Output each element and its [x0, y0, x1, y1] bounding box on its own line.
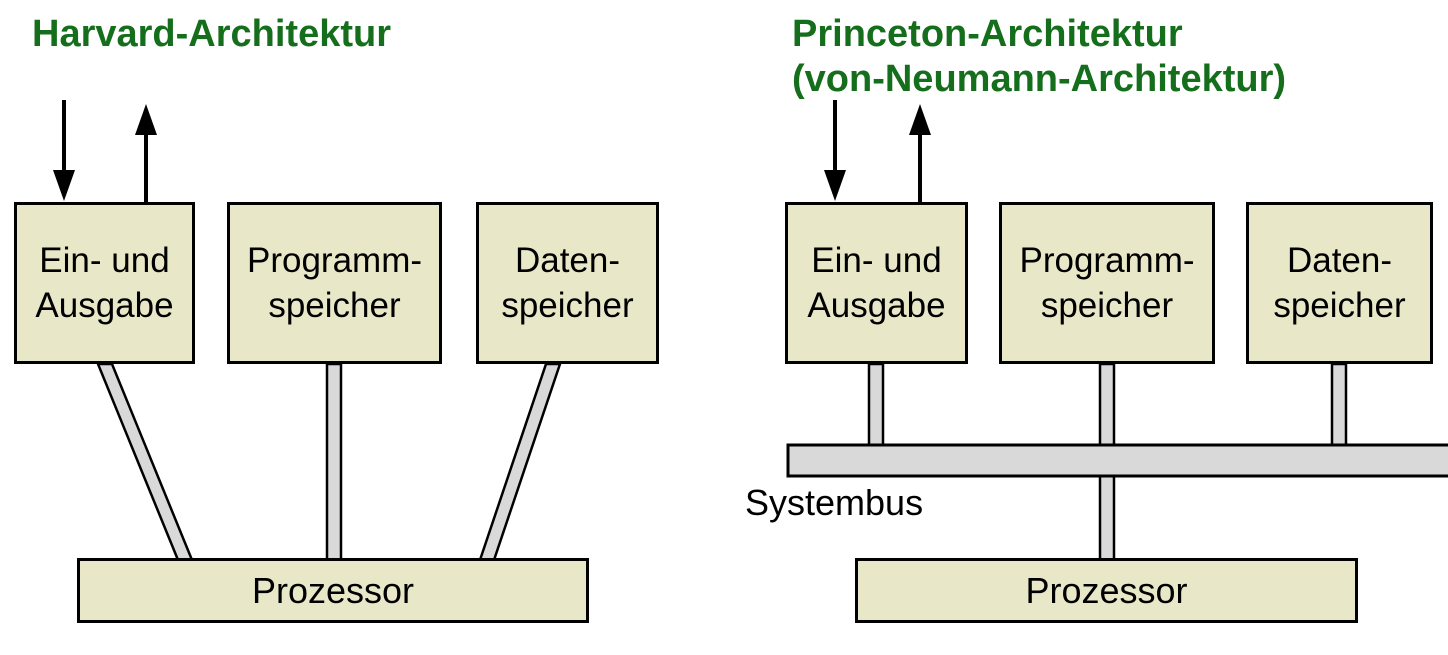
bus-program-left	[325, 362, 343, 562]
box-program-right: Programm- speicher	[999, 202, 1215, 364]
arrow-down-left-icon	[53, 170, 75, 201]
systembus-label: Systembus	[745, 482, 924, 523]
princeton-title: Princeton-Architektur (von-Neumann-Archi…	[792, 12, 1286, 102]
bus-data-left	[478, 362, 562, 562]
bus-data-right	[1330, 362, 1348, 449]
arrow-down-right-icon	[824, 170, 846, 201]
box-program-left: Programm- speicher	[227, 202, 442, 364]
bus-io-left	[96, 362, 194, 562]
bus-program-right	[1098, 362, 1116, 449]
princeton-title-line2: (von-Neumann-Architektur)	[792, 58, 1287, 100]
bus-io-right	[867, 362, 885, 449]
box-data-right: Daten- speicher	[1246, 202, 1433, 364]
princeton-title-line1: Princeton-Architektur	[792, 13, 1183, 55]
box-io-right: Ein- und Ausgabe	[785, 202, 968, 364]
harvard-title: Harvard-Architektur	[32, 13, 391, 55]
systembus-bar	[786, 443, 1448, 478]
box-io-left: Ein- und Ausgabe	[14, 202, 195, 364]
arrow-up-left-icon	[135, 104, 157, 135]
processor-box-left: Prozessor	[77, 558, 589, 623]
box-data-left: Daten- speicher	[476, 202, 659, 364]
processor-box-right: Prozessor	[855, 558, 1358, 623]
bus-processor-right	[1098, 472, 1116, 562]
arrow-up-right-icon	[909, 104, 931, 135]
